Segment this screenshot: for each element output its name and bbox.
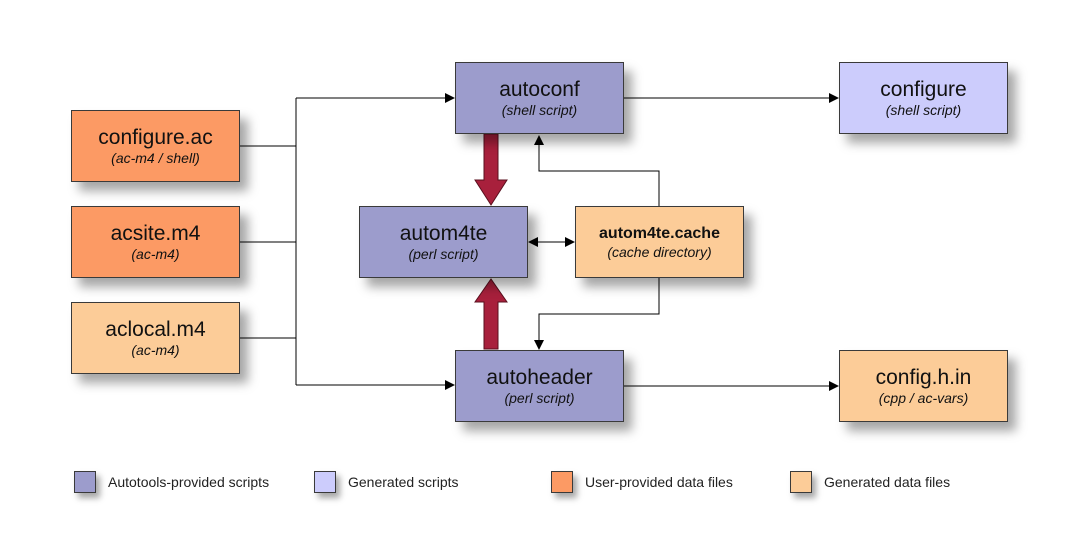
node-acsite-m4: acsite.m4 (ac-m4) — [71, 206, 240, 278]
legend-swatch — [790, 471, 812, 493]
edge-cache-autoheader — [534, 278, 660, 350]
node-autoconf: autoconf (shell script) — [455, 62, 624, 134]
node-configure-ac: configure.ac (ac-m4 / shell) — [71, 110, 240, 182]
legend-label: Generated data files — [824, 474, 951, 490]
node-title: autoheader — [486, 365, 593, 389]
legend-autotools-scripts: Autotools-provided scripts — [74, 471, 269, 493]
node-subtitle: (shell script) — [885, 101, 962, 118]
node-title: autoconf — [499, 77, 580, 101]
node-title: acsite.m4 — [110, 221, 201, 245]
node-title: autom4te — [399, 221, 488, 245]
node-title: configure.ac — [98, 125, 213, 149]
node-subtitle: (ac-m4) — [131, 245, 180, 262]
legend-swatch — [551, 471, 573, 493]
legend-label: Autotools-provided scripts — [108, 474, 270, 490]
legend-swatch — [314, 471, 336, 493]
node-autom4te-cache: autom4te.cache (cache directory) — [575, 206, 744, 278]
legend-generated-scripts: Generated scripts — [314, 471, 459, 493]
node-autom4te: autom4te (perl script) — [359, 206, 528, 278]
node-subtitle: (cpp / ac-vars) — [878, 389, 969, 406]
node-title: config.h.in — [875, 365, 972, 389]
legend-label: User-provided data files — [585, 474, 733, 490]
node-subtitle: (perl script) — [504, 389, 575, 406]
node-subtitle: (ac-m4 / shell) — [111, 149, 200, 166]
node-autoheader: autoheader (perl script) — [455, 350, 624, 422]
node-aclocal-m4: aclocal.m4 (ac-m4) — [71, 302, 240, 374]
node-subtitle: (shell script) — [501, 101, 578, 118]
node-title: aclocal.m4 — [105, 317, 206, 341]
thick-arrow-autoconf-autom4te — [474, 133, 508, 206]
node-title: autom4te.cache — [599, 224, 720, 242]
node-config-h-in: config.h.in (cpp / ac-vars) — [839, 350, 1008, 422]
edge-cache-autoconf — [534, 135, 660, 206]
thick-arrow-autoheader-autom4te — [474, 278, 508, 350]
node-subtitle: (cache directory) — [607, 243, 712, 260]
legend-swatch — [74, 471, 96, 493]
node-title: configure — [880, 77, 967, 101]
legend-label: Generated scripts — [348, 474, 459, 490]
node-configure: configure (shell script) — [839, 62, 1008, 134]
legend-user-data-files: User-provided data files — [551, 471, 733, 493]
node-subtitle: (perl script) — [408, 245, 479, 262]
node-subtitle: (ac-m4) — [131, 341, 180, 358]
legend-generated-data-files: Generated data files — [790, 471, 950, 493]
